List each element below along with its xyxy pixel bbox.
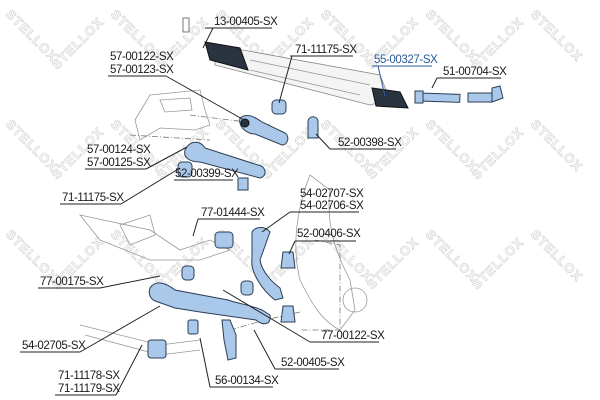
stab-link[interactable] bbox=[221, 319, 237, 361]
label-54-02706-sx[interactable]: 54-02706-SX bbox=[300, 200, 364, 212]
label-71-11175-sx-left[interactable]: 71-11175-SX bbox=[62, 192, 125, 204]
label-13-00405-sx[interactable]: 13-00405-SX bbox=[214, 16, 278, 28]
label-71-11178-sx[interactable]: 71-11178-SX bbox=[58, 370, 121, 382]
watermark-text: STELLOX bbox=[528, 117, 586, 175]
watermark-text: STELLOX bbox=[423, 227, 481, 285]
ball-joint-top[interactable] bbox=[307, 116, 319, 139]
label-77-00122-sx[interactable]: 77-00122-SX bbox=[321, 330, 385, 342]
label-52-00398-sx[interactable]: 52-00398-SX bbox=[338, 137, 402, 149]
watermark-text: STELLOX bbox=[364, 124, 422, 182]
label-77-00175-sx[interactable]: 77-00175-SX bbox=[40, 276, 104, 288]
stab-bushing[interactable] bbox=[147, 339, 167, 359]
label-57-00124-sx[interactable]: 57-00124-SX bbox=[87, 144, 151, 156]
watermark-text: STELLOX bbox=[364, 234, 422, 292]
idler-arm[interactable] bbox=[184, 141, 266, 179]
label-57-00123-sx[interactable]: 57-00123-SX bbox=[110, 64, 174, 76]
watermark-text: STELLOX bbox=[528, 7, 586, 65]
pitman-arm-eye bbox=[240, 118, 250, 128]
watermark-text: STELLOX bbox=[3, 117, 61, 175]
ball-joint-idler[interactable] bbox=[237, 177, 249, 191]
label-55-00327-sx[interactable]: 55-00327-SX bbox=[374, 54, 438, 66]
label-52-00405-sx[interactable]: 52-00405-SX bbox=[281, 357, 345, 369]
lower-arm[interactable] bbox=[148, 282, 271, 325]
tie-rod-end[interactable] bbox=[467, 85, 504, 103]
label-56-00134-sx[interactable]: 56-00134-SX bbox=[215, 375, 279, 387]
bushing-top[interactable] bbox=[271, 99, 287, 115]
stab-bracket bbox=[187, 319, 199, 335]
tie-rod[interactable] bbox=[414, 90, 461, 104]
label-54-02705-sx[interactable]: 54-02705-SX bbox=[22, 340, 86, 352]
watermark-text: STELLOX bbox=[469, 124, 527, 182]
label-57-00122-sx[interactable]: 57-00122-SX bbox=[110, 51, 174, 63]
watermark-text: STELLOX bbox=[469, 14, 527, 72]
lower-bushing-right[interactable] bbox=[240, 280, 254, 296]
lower-bushing-left[interactable] bbox=[181, 265, 195, 281]
watermark-text: STELLOX bbox=[49, 14, 107, 72]
watermark-text: STELLOX bbox=[528, 227, 586, 285]
label-54-02707-sx[interactable]: 54-02707-SX bbox=[300, 188, 364, 200]
label-77-01444-sx[interactable]: 77-01444-SX bbox=[201, 207, 265, 219]
label-51-00704-sx[interactable]: 51-00704-SX bbox=[443, 66, 507, 78]
label-52-00406-sx[interactable]: 52-00406-SX bbox=[297, 228, 361, 240]
upper-ball-joint[interactable] bbox=[280, 251, 296, 269]
upper-arm[interactable] bbox=[251, 227, 284, 301]
pitman-arm[interactable] bbox=[239, 115, 289, 146]
upper-bushing[interactable] bbox=[214, 231, 234, 249]
lower-ball-joint[interactable] bbox=[280, 305, 296, 323]
watermark-text: STELLOX bbox=[423, 117, 481, 175]
leader-lines bbox=[20, 27, 501, 396]
watermark-text: STELLOX bbox=[3, 7, 61, 65]
label-57-00125-sx[interactable]: 57-00125-SX bbox=[87, 157, 151, 169]
steering-rack[interactable] bbox=[182, 17, 409, 109]
watermark-text: STELLOX bbox=[469, 234, 527, 292]
label-71-11175-sx-top[interactable]: 71-11175-SX bbox=[295, 44, 358, 56]
label-71-11179-sx[interactable]: 71-11179-SX bbox=[58, 383, 121, 395]
part-labels: 13-00405-SX 57-00122-SX 57-00123-SX 71-1… bbox=[22, 16, 507, 395]
label-52-00399-sx[interactable]: 52-00399-SX bbox=[175, 168, 239, 180]
